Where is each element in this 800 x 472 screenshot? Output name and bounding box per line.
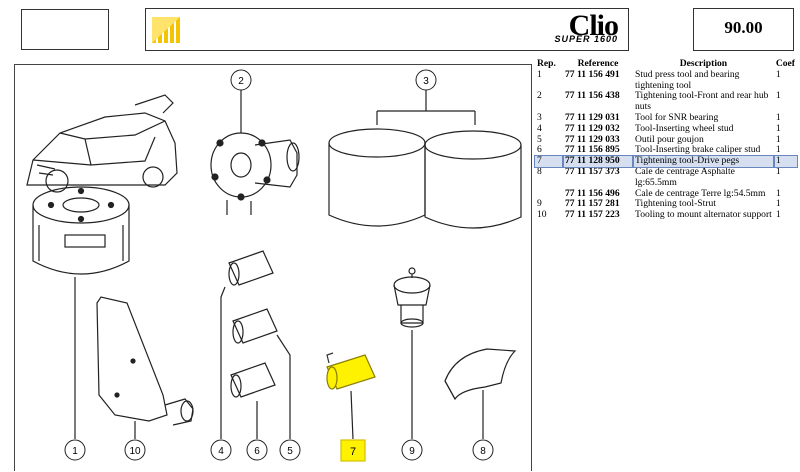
- cell-description: Stud press tool and bearing tightening t…: [635, 68, 740, 91]
- callout-7: 7: [350, 446, 356, 458]
- cell-rep: 7: [534, 155, 564, 168]
- col-rep: Rep.: [537, 58, 556, 69]
- part-9-icon: [393, 267, 431, 328]
- cell-reference: 77 11 156 895: [565, 144, 620, 156]
- table-row[interactable]: 9 77 11 157 281 Tightening tool-Strut 1: [535, 199, 797, 210]
- exploded-diagram: 1 2 3: [14, 64, 532, 471]
- cell-rep: 6: [537, 144, 542, 156]
- part-10-icon: [96, 296, 194, 426]
- callout-4: 4: [218, 446, 224, 457]
- car-icon: [26, 94, 178, 193]
- cell-rep: 3: [537, 111, 542, 123]
- callout-7-highlight: [340, 439, 366, 462]
- cell-reference: 77 11 157 281: [565, 198, 620, 210]
- cell-rep: 1: [537, 68, 542, 80]
- table-row[interactable]: 3 77 11 129 031 Tool for SNR bearing 1: [535, 111, 797, 124]
- cell-coef: 1: [775, 133, 781, 145]
- callout-6: 6: [254, 446, 260, 457]
- table-row[interactable]: 6 77 11 156 895 Tool-Inserting brake calip…: [535, 145, 797, 156]
- cell-coef: 1: [775, 144, 781, 156]
- col-description: Description: [679, 58, 728, 69]
- cell-reference: 77 11 156 496: [565, 187, 620, 199]
- cell-description: Tightening tool-Strut: [635, 198, 716, 210]
- callout-10: 10: [129, 446, 141, 457]
- cell-description: Tightening tool-Front and rear hub nuts: [635, 90, 769, 113]
- brand-sub-logo: SUPER 1600: [554, 34, 618, 44]
- cell-description: Cale de centrage Terre lg:54.5mm: [635, 187, 766, 199]
- cell-description: Tool-Inserting brake caliper stud: [635, 144, 761, 156]
- cell-coef: 1: [775, 209, 781, 221]
- table-row[interactable]: 8 77 11 157 373 Cale de centrage Asphalte …: [535, 165, 797, 189]
- callout-3: 3: [423, 76, 429, 87]
- col-coef: Coef: [775, 58, 795, 69]
- cell-description: Tightening tool-Drive pegs: [632, 155, 775, 168]
- callout-8: 8: [480, 446, 486, 457]
- callout-1: 1: [72, 446, 78, 457]
- cell-description: Tooling to mount alternator support: [635, 209, 772, 221]
- table-row[interactable]: 4 77 11 129 032 Tool-Inserting wheel stud 1: [535, 122, 797, 135]
- cell-rep: 4: [537, 122, 542, 134]
- cell-reference: 77 11 129 032: [565, 122, 620, 134]
- brand-logo: Clio: [568, 9, 619, 42]
- table-row[interactable]: 5 77 11 129 033 Outil pour goujon 1: [535, 133, 797, 146]
- cell-description: Tool for SNR bearing: [635, 111, 719, 123]
- table-row[interactable]: 1 77 11 156 491 Stud press tool and bearin…: [535, 68, 797, 92]
- part-2-icon: [210, 132, 300, 215]
- part-1-icon: [32, 186, 130, 275]
- cell-coef: 1: [775, 165, 781, 177]
- brand-stripes-icon: [152, 17, 180, 43]
- callout-9: 9: [409, 446, 415, 457]
- table-row[interactable]: 10 77 11 157 223 Tooling to mount alternat…: [535, 209, 797, 221]
- page-number: 90.00: [724, 18, 763, 37]
- cell-coef: 1: [775, 122, 781, 134]
- part-3-icon: [328, 128, 522, 229]
- header-blank-box: [21, 9, 109, 50]
- cell-description: Cale de centrage Asphalte lg:65.5mm: [635, 165, 735, 188]
- page-number-box: 90.00: [693, 8, 794, 51]
- cell-reference: 77 11 129 033: [565, 133, 620, 145]
- tools-illustration: 1 2 3: [26, 69, 522, 462]
- part-peg-icons: [228, 250, 278, 398]
- cell-coef: 1: [775, 198, 781, 210]
- cell-rep: 9: [537, 198, 542, 210]
- cell-coef: 1: [775, 90, 781, 102]
- callout-2: 2: [238, 76, 244, 87]
- part-7-icon: [326, 352, 376, 390]
- table-row[interactable]: 77 11 156 496 Cale de centrage Terre lg:5…: [535, 187, 797, 200]
- cell-reference: 77 11 128 950: [562, 155, 634, 168]
- cell-rep: 2: [537, 90, 542, 102]
- cell-rep: 10: [537, 209, 547, 221]
- callout-5: 5: [287, 446, 293, 457]
- cell-description: Tool-Inserting wheel stud: [635, 122, 734, 134]
- cell-description: Outil pour goujon: [635, 133, 704, 145]
- cell-rep: 5: [537, 133, 542, 145]
- cell-coef: 1: [775, 68, 781, 80]
- cell-coef: 1: [775, 187, 781, 199]
- table-row[interactable]: 2 77 11 156 438 Tightening tool-Front and …: [535, 91, 797, 113]
- header-brand-box: Clio SUPER 1600: [145, 8, 629, 51]
- cell-reference: 77 11 156 438: [565, 90, 620, 102]
- parts-table-header: Rep. Reference Description Coef: [535, 58, 797, 70]
- cell-reference: 77 11 129 031: [565, 111, 620, 123]
- cell-coef: 1: [775, 111, 781, 123]
- cell-reference: 77 11 156 491: [565, 68, 620, 80]
- col-reference: Reference: [577, 58, 619, 69]
- cell-reference: 77 11 157 223: [565, 209, 620, 221]
- part-8-icon: [444, 348, 517, 401]
- cell-rep: 8: [537, 165, 542, 177]
- cell-coef: 1: [772, 155, 799, 168]
- cell-reference: 77 11 157 373: [565, 165, 620, 177]
